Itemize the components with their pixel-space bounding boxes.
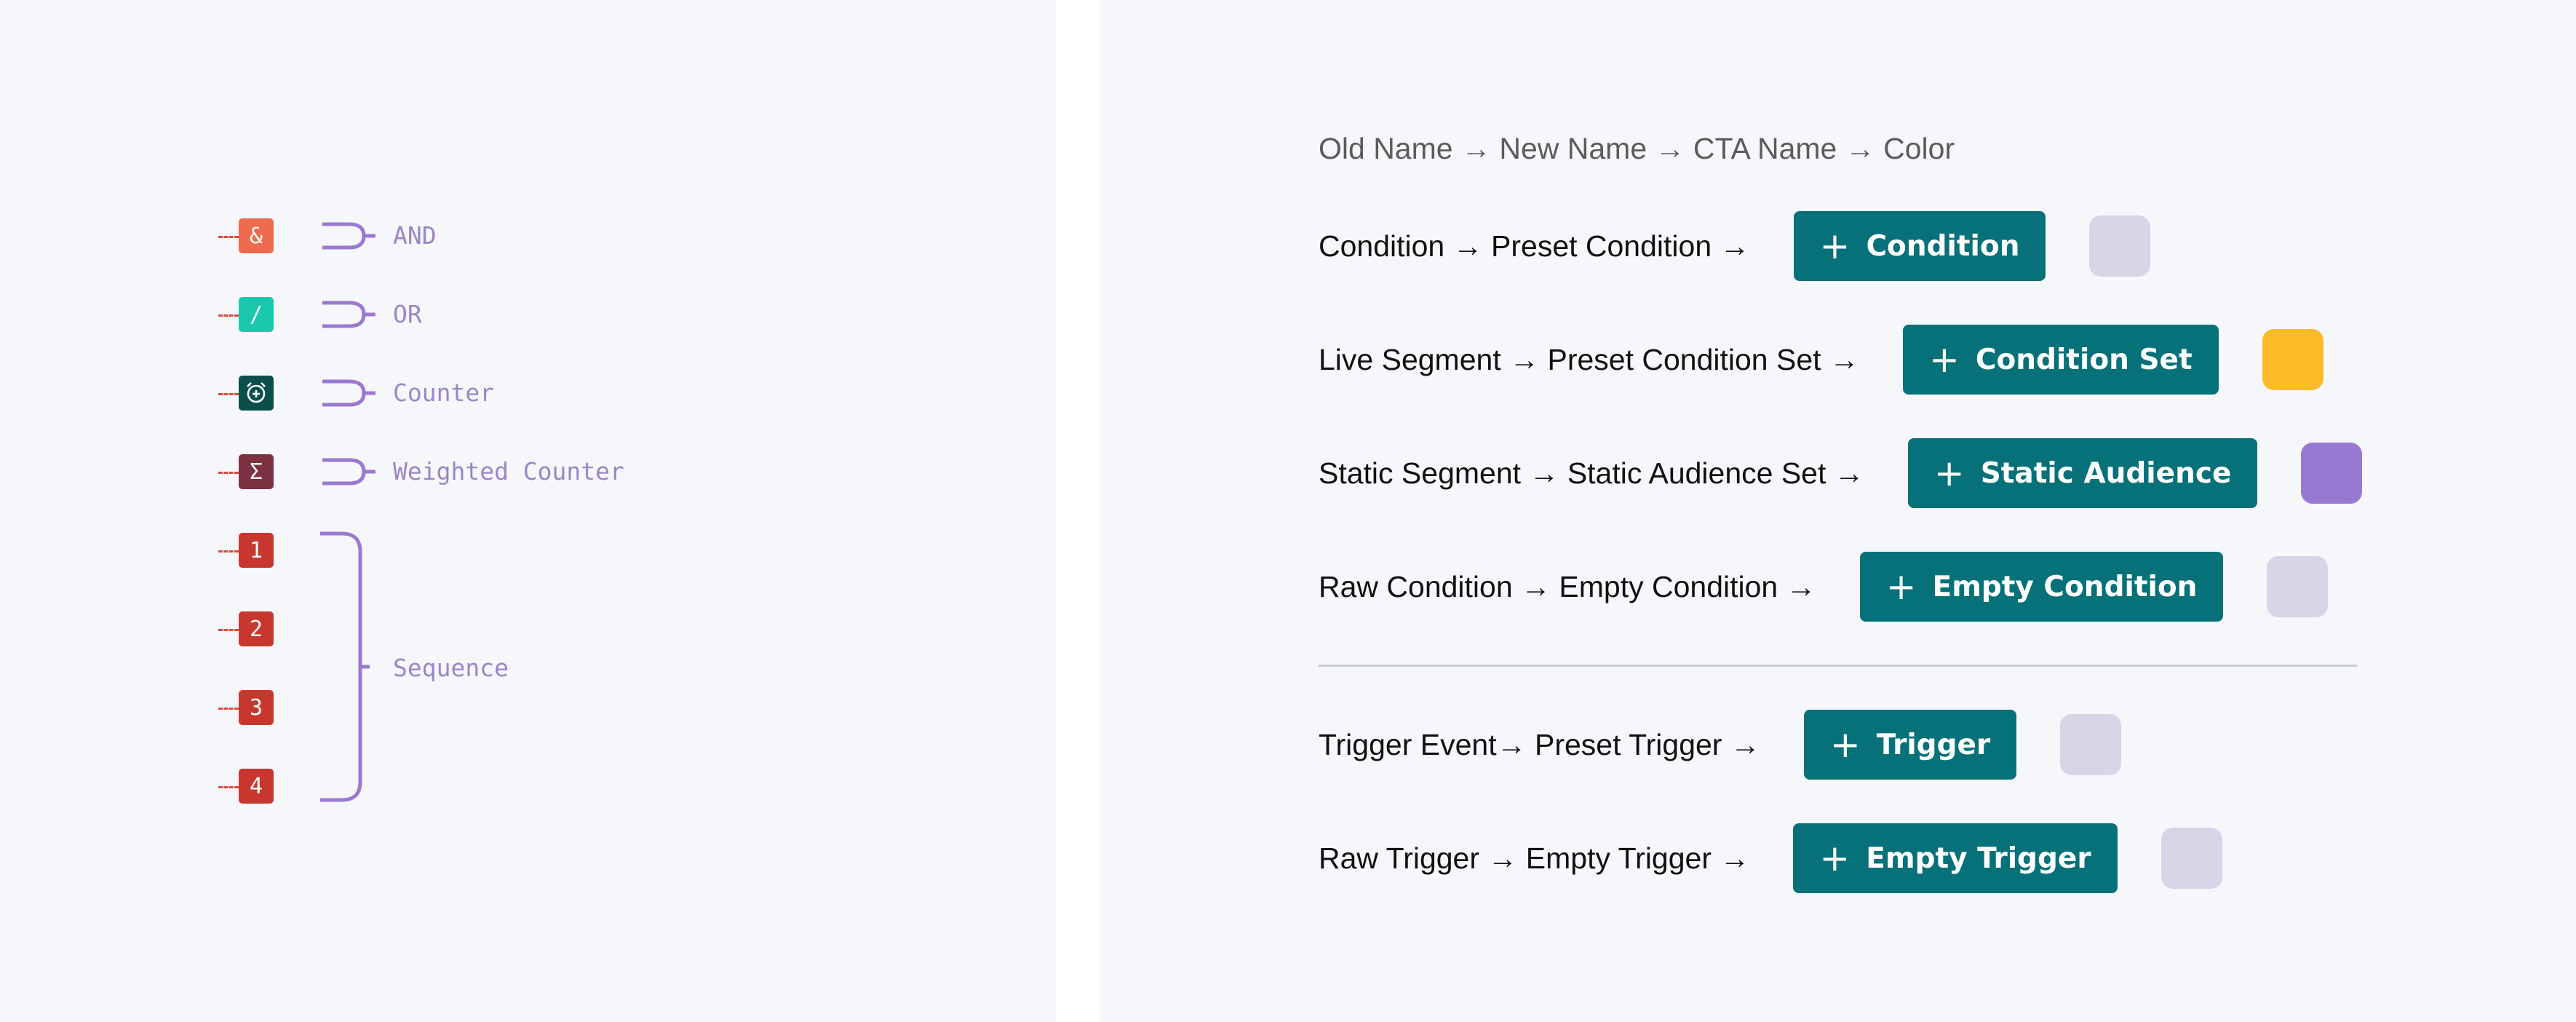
plus-icon: + xyxy=(1829,724,1861,766)
bracket-icon xyxy=(320,214,378,261)
bracket-icon xyxy=(320,371,378,418)
color-swatch xyxy=(2267,556,2329,617)
legend-label: Weighted Counter xyxy=(393,457,624,486)
cta-label: Static Audience xyxy=(1980,456,2232,490)
mapping-row: Static Segment → Static Audience Set → + S… xyxy=(1319,438,2363,508)
sequence-step: 3 xyxy=(0,686,1056,729)
mapping-text: Raw Condition → Empty Condition → xyxy=(1319,569,1816,603)
step-badge: 2 xyxy=(239,611,274,646)
legend-label: AND xyxy=(393,221,437,250)
plus-icon: + xyxy=(1933,452,1965,494)
plus-icon: + xyxy=(1885,566,1917,608)
plus-icon: + xyxy=(1819,225,1850,267)
connector-dash xyxy=(218,786,239,788)
connector-dash xyxy=(218,708,239,710)
plus-icon: + xyxy=(1819,837,1850,879)
color-swatch xyxy=(2160,828,2222,889)
cta-label: Empty Condition xyxy=(1932,570,2198,603)
cta-label: Condition xyxy=(1866,229,2020,263)
plus-icon: + xyxy=(1928,338,1960,381)
legend-label: OR xyxy=(393,300,422,328)
legend-label: Counter xyxy=(393,379,495,407)
legend-item: Σ Weighted Counter xyxy=(0,450,1056,494)
mapping-text: Trigger Event→ Preset Trigger → xyxy=(1319,727,1760,761)
cta-button[interactable]: + Empty Trigger xyxy=(1793,823,2118,893)
sequence-label: Sequence xyxy=(393,654,509,682)
cta-button[interactable]: + Empty Condition xyxy=(1859,552,2224,622)
cta-label: Empty Trigger xyxy=(1866,841,2091,875)
connector-dash xyxy=(218,472,239,474)
step-badge: 3 xyxy=(239,690,274,725)
cta-label: Condition Set xyxy=(1975,343,2193,376)
operator-badge: / xyxy=(239,297,274,332)
connector-dash xyxy=(218,629,239,631)
sequence-step: 4 xyxy=(0,764,1056,808)
connector-dash xyxy=(218,236,239,238)
sequence-step: 2 xyxy=(0,607,1056,651)
mapping-header: Old Name → New Name → CTA Name → Color xyxy=(1319,132,1955,165)
alarm-clock-plus-icon xyxy=(239,376,274,411)
color-swatch xyxy=(2301,443,2363,504)
operator-badge: & xyxy=(239,218,274,253)
step-badge: 1 xyxy=(239,533,274,568)
legend-item: / OR xyxy=(0,293,1056,336)
mapping-row: Live Segment → Preset Condition Set → + Co… xyxy=(1319,325,2323,395)
mapping-text: Raw Trigger → Empty Trigger → xyxy=(1319,841,1750,875)
color-swatch xyxy=(2060,714,2122,775)
mapping-row: Trigger Event→ Preset Trigger → + Trigger xyxy=(1319,710,2122,780)
mapping-row: Raw Trigger → Empty Trigger → + Empty Trig… xyxy=(1319,823,2222,893)
cta-button[interactable]: + Condition xyxy=(1793,211,2046,281)
sequence-bracket xyxy=(320,531,370,802)
mapping-text: Live Segment → Preset Condition Set → xyxy=(1319,342,1859,376)
mapping-text: Condition → Preset Condition → xyxy=(1319,229,1750,263)
bracket-icon xyxy=(320,293,378,339)
mapping-row: Condition → Preset Condition → + Condition xyxy=(1319,211,2151,281)
legend-item: Counter xyxy=(0,371,1056,415)
cta-button[interactable]: + Static Audience xyxy=(1907,438,2258,508)
connector-dash xyxy=(218,550,239,552)
cta-button[interactable]: + Trigger xyxy=(1803,710,2017,780)
cta-label: Trigger xyxy=(1876,728,1991,761)
step-badge: 4 xyxy=(239,769,274,804)
color-swatch xyxy=(2089,215,2151,277)
mapping-text: Static Segment → Static Audience Set → xyxy=(1319,456,1864,490)
section-divider xyxy=(1319,665,2358,667)
connector-dash xyxy=(218,314,239,317)
color-swatch xyxy=(2262,329,2323,390)
bracket-icon xyxy=(320,450,378,496)
operator-badge: Σ xyxy=(239,454,274,489)
sequence-step: 1 xyxy=(0,528,1056,572)
legend-item: & AND xyxy=(0,214,1056,258)
mapping-row: Raw Condition → Empty Condition → + Empty … xyxy=(1319,552,2329,622)
cta-button[interactable]: + Condition Set xyxy=(1902,325,2219,395)
connector-dash xyxy=(218,393,239,395)
